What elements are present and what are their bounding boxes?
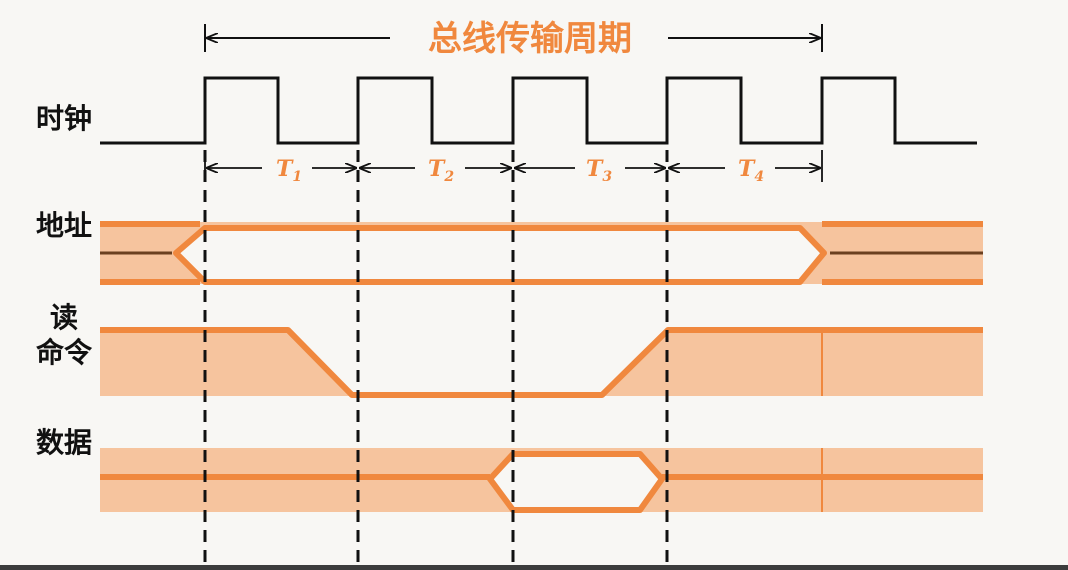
period-label-t3: T3 [586,156,612,185]
clock-waveform [100,76,977,145]
read-command-label-2: 命令 [36,336,93,369]
data-waveform [100,448,983,513]
address-label: 地址 [36,209,92,242]
period-label-t1: T1 [276,156,302,185]
bus-cycle-span: 总线传输周期 [204,19,823,59]
diagram-title: 总线传输周期 [428,19,632,59]
bottom-border [0,565,1068,570]
clock-label: 时钟 [36,102,92,135]
period-label-t2: T2 [428,156,454,185]
data-label: 数据 [36,426,92,459]
period-markers: T1 T2 T3 T4 [204,150,823,185]
read-command-waveform [100,327,983,398]
period-label-t4: T4 [738,156,764,185]
read-command-label-1: 读 [50,301,78,334]
address-waveform [100,221,983,285]
phase-guide-lines [203,150,669,565]
